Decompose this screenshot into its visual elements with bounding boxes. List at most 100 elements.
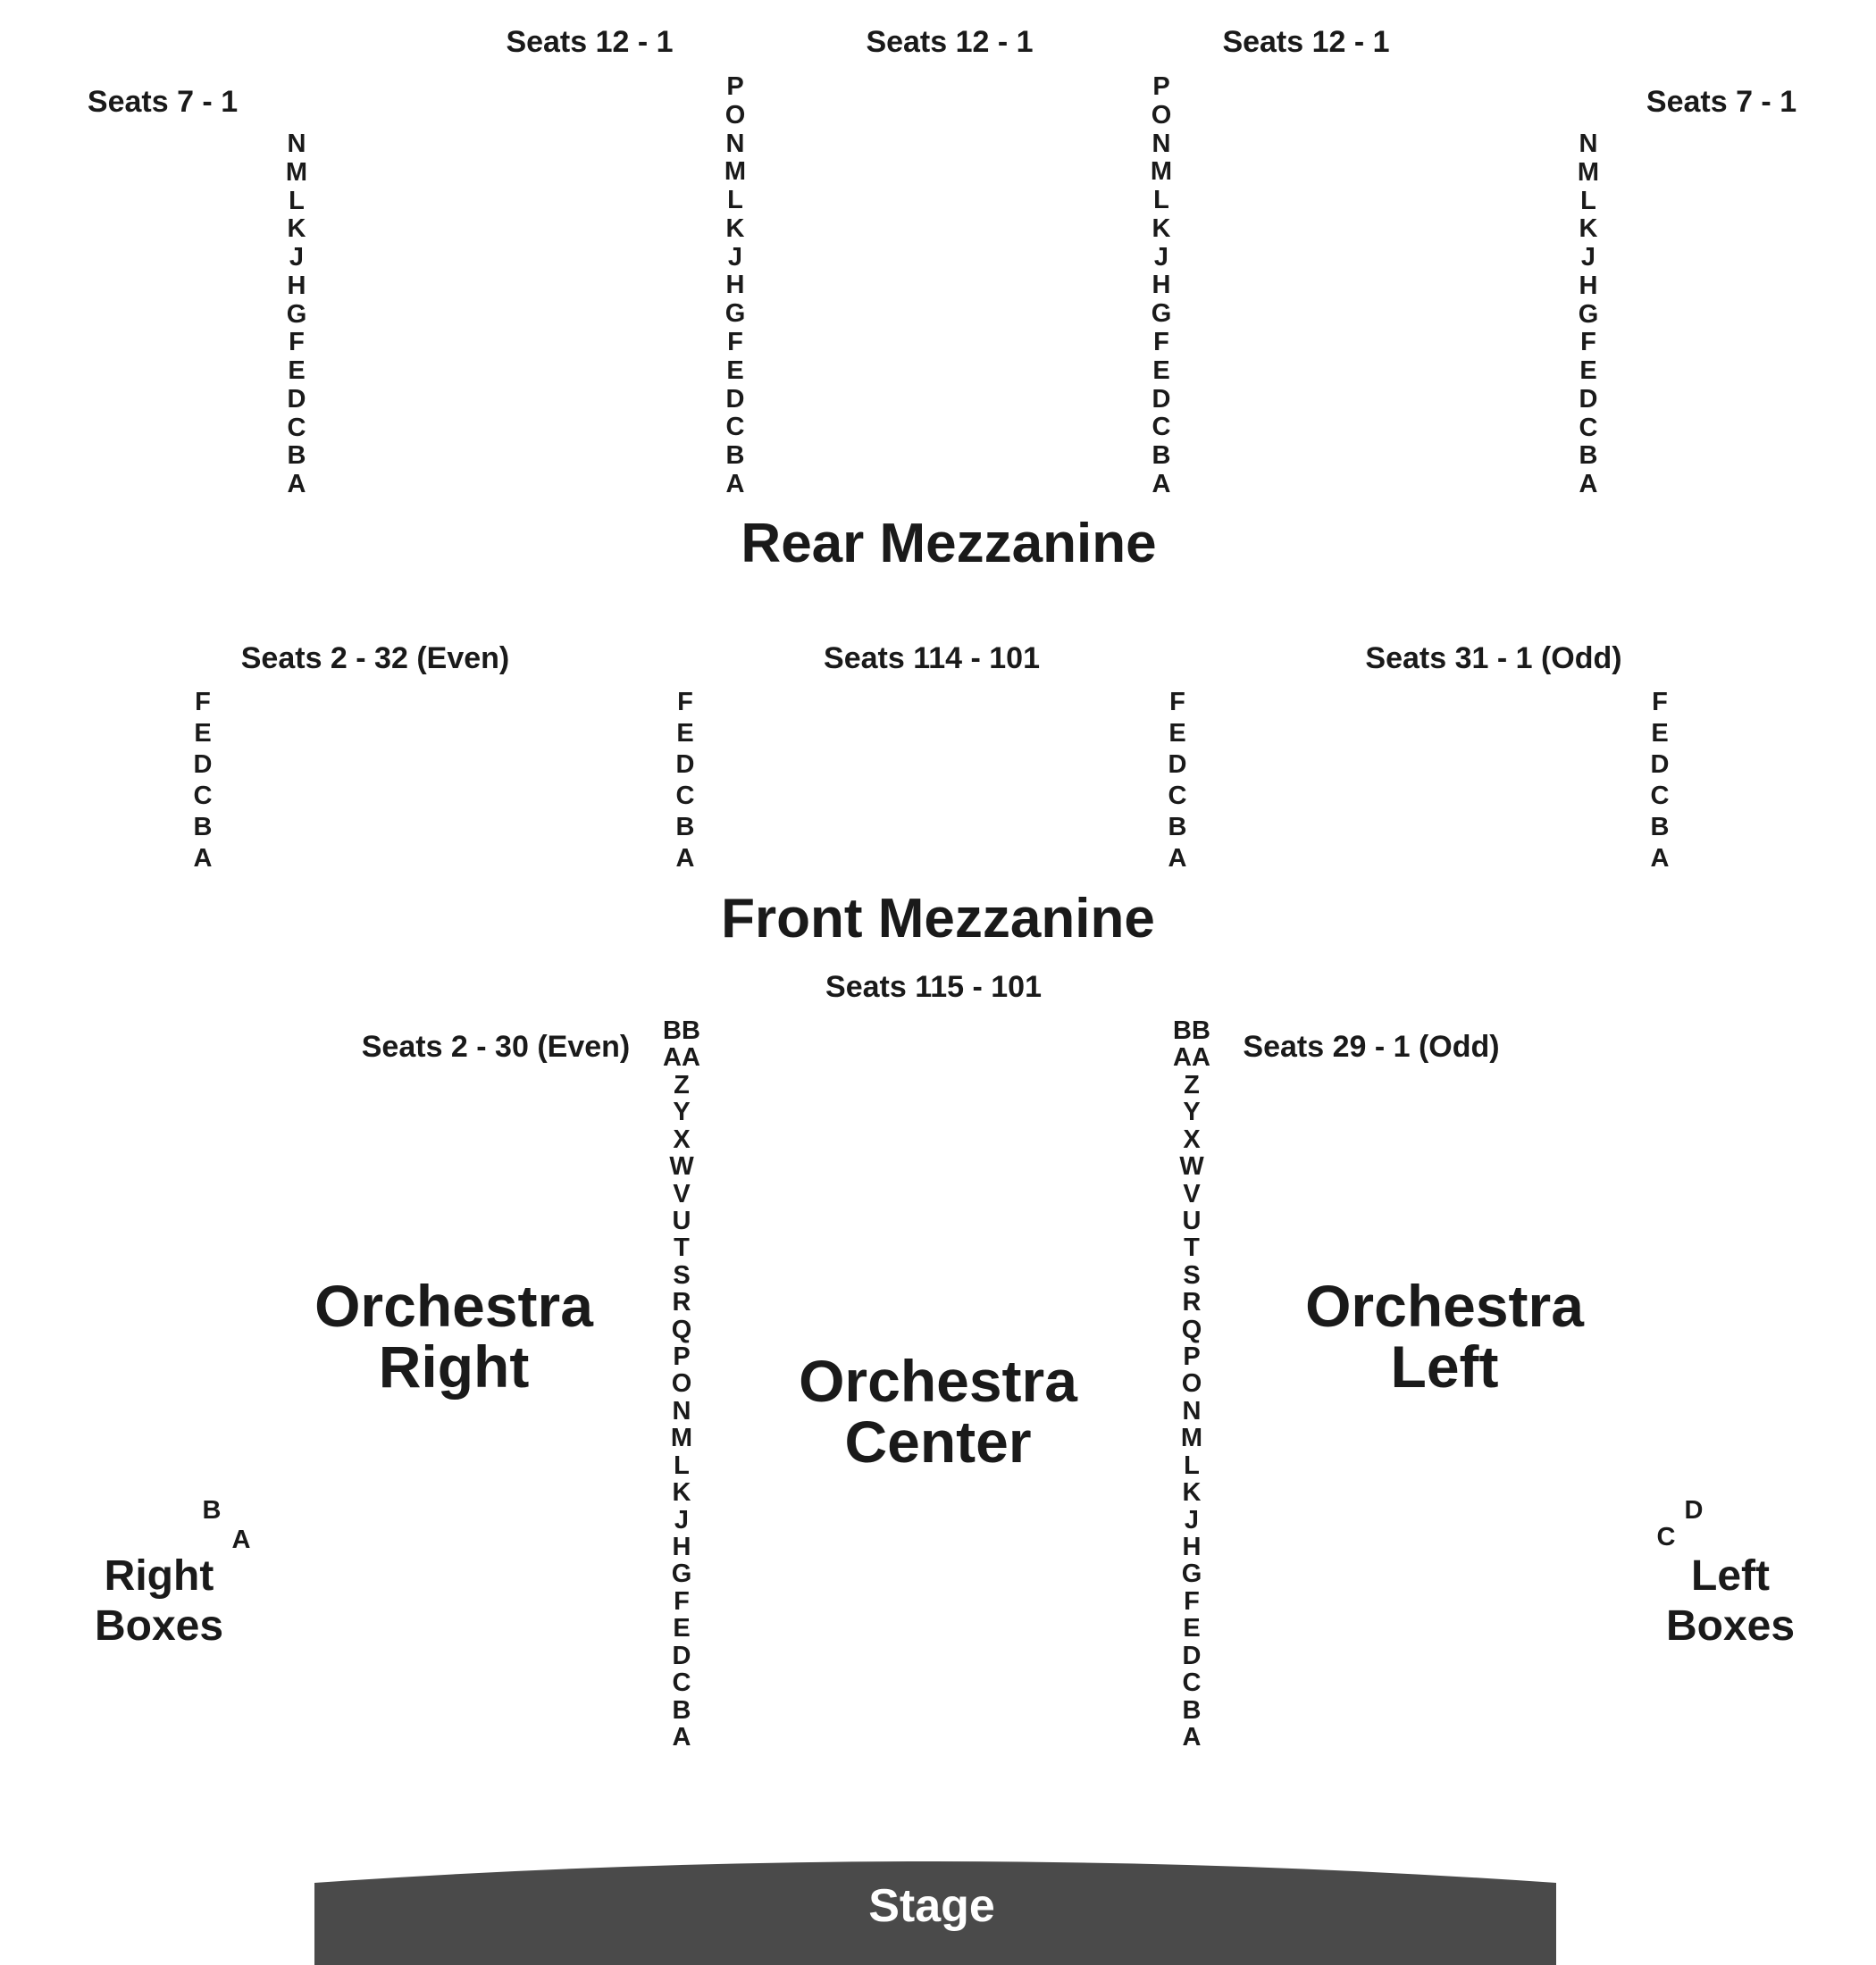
row-label: C — [1579, 413, 1598, 442]
row-label: D — [193, 750, 213, 779]
row-label: M — [1577, 157, 1600, 187]
row-label: G — [1578, 299, 1599, 329]
row-label: BB — [1173, 1016, 1210, 1045]
row-label: J — [289, 243, 305, 272]
row-label: H — [1579, 271, 1598, 300]
row-label: G — [1181, 1559, 1202, 1589]
row-label: N — [1182, 1396, 1202, 1426]
row-label: B — [672, 1695, 691, 1725]
row-label: K — [1579, 214, 1598, 244]
row-label: K — [1152, 213, 1171, 243]
row-label: X — [673, 1125, 691, 1154]
row-label: N — [672, 1396, 691, 1426]
row-label: M — [670, 1424, 693, 1453]
row-label: D — [1579, 384, 1598, 414]
row-label: D — [1650, 750, 1670, 779]
row-label: K — [1182, 1478, 1202, 1508]
row-label: G — [671, 1559, 692, 1589]
row-label: B — [287, 441, 306, 471]
rear-far-left-seat-range: Seats 7 - 1 — [87, 85, 239, 119]
row-label: C — [1152, 413, 1171, 442]
row-label: K — [672, 1478, 691, 1508]
row-label: A — [725, 469, 745, 498]
right-box-row-b: B — [202, 1496, 222, 1525]
row-label: N — [287, 130, 306, 158]
row-label: P — [726, 72, 744, 101]
row-label: L — [1580, 186, 1596, 215]
row-label: Z — [1184, 1070, 1200, 1100]
row-label: D — [725, 384, 745, 414]
row-label: E — [673, 1614, 691, 1643]
row-label: E — [1168, 719, 1186, 748]
row-label: B — [725, 441, 745, 471]
row-label: P — [673, 1342, 691, 1372]
row-label: D — [1168, 750, 1187, 779]
row-label: U — [1182, 1206, 1202, 1235]
row-label: E — [1183, 1614, 1201, 1643]
row-label: A — [1579, 470, 1598, 498]
row-label: H — [1182, 1533, 1202, 1562]
row-label: V — [1183, 1179, 1201, 1208]
row-label: E — [1651, 719, 1669, 748]
row-label: L — [727, 186, 743, 215]
row-label: AA — [1173, 1043, 1210, 1073]
row-label: H — [1152, 271, 1171, 300]
row-label: Q — [1181, 1315, 1202, 1344]
row-label: D — [675, 750, 695, 779]
row-label: M — [724, 157, 747, 187]
row-label: C — [1182, 1668, 1202, 1698]
row-label: B — [1168, 813, 1187, 841]
row-label: F — [1153, 328, 1169, 357]
row-label: L — [1184, 1451, 1200, 1480]
row-label: X — [1183, 1125, 1201, 1154]
row-label: V — [673, 1179, 691, 1208]
row-label: J — [1153, 242, 1169, 272]
orchestra-right-seat-range: Seats 2 - 30 (Even) — [361, 1030, 631, 1064]
row-label: B — [1650, 813, 1670, 841]
row-label: E — [726, 355, 744, 385]
row-label: A — [675, 844, 695, 873]
row-label: A — [1182, 1722, 1202, 1752]
row-label: F — [195, 688, 211, 716]
row-label: B — [193, 813, 213, 841]
orchestra-left-title: Orchestra Left — [1305, 1273, 1584, 1400]
row-label: H — [725, 271, 745, 300]
row-label: R — [672, 1288, 691, 1317]
row-label: J — [674, 1505, 690, 1534]
rear-far-right-seat-range: Seats 7 - 1 — [1646, 85, 1797, 119]
row-label: C — [675, 782, 695, 810]
row-label: O — [671, 1369, 692, 1399]
front-center-seat-range: Seats 114 - 101 — [824, 641, 1040, 675]
row-label: R — [1182, 1288, 1202, 1317]
orchestra-center-seat-range: Seats 115 - 101 — [825, 970, 1042, 1004]
row-label: D — [1182, 1641, 1202, 1670]
row-label: G — [286, 299, 307, 329]
row-label: N — [1152, 129, 1171, 158]
row-label: L — [1153, 186, 1169, 215]
row-label: E — [1152, 355, 1170, 385]
row-label: D — [1152, 384, 1171, 414]
row-label: A — [1152, 469, 1171, 498]
row-label: N — [1579, 130, 1598, 158]
row-label: B — [1579, 441, 1598, 471]
row-label: BB — [663, 1016, 700, 1045]
row-label: Y — [673, 1098, 691, 1127]
row-label: C — [672, 1668, 691, 1698]
row-label: J — [1184, 1505, 1200, 1534]
row-label: K — [287, 214, 306, 244]
front-left-seat-range: Seats 2 - 32 (Even) — [240, 641, 510, 675]
row-label: F — [1184, 1586, 1200, 1616]
row-label: A — [1168, 844, 1187, 873]
row-label: T — [1184, 1233, 1200, 1263]
row-label: W — [669, 1152, 694, 1182]
row-label: O — [1181, 1369, 1202, 1399]
row-label: E — [676, 719, 694, 748]
row-label: F — [1652, 688, 1668, 716]
